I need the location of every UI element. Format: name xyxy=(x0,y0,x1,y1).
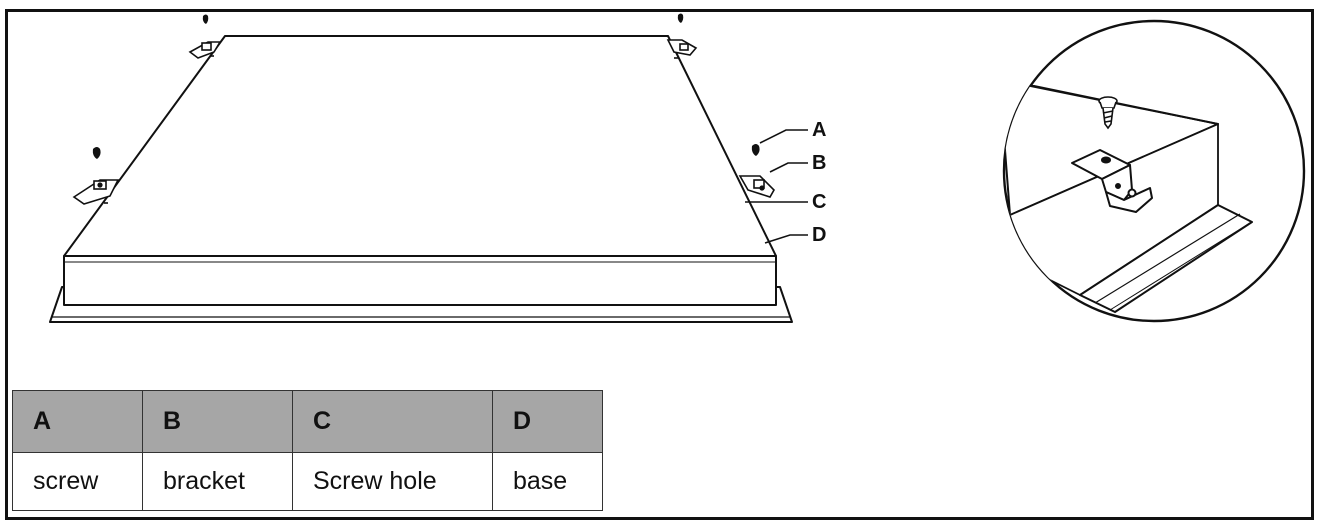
screw-back-right xyxy=(677,13,684,23)
panel-box xyxy=(63,35,777,306)
legend-header-cell: D xyxy=(492,390,603,453)
legend-header-row: A B C D xyxy=(12,390,603,453)
legend-header-cell: B xyxy=(142,390,293,453)
detail-screw xyxy=(1098,96,1118,130)
leader-line-a xyxy=(759,129,808,144)
bracket-front-left xyxy=(72,179,120,205)
detail-bracket xyxy=(1071,149,1153,213)
bracket-back-left xyxy=(188,41,222,59)
legend-header-cell: A xyxy=(12,390,143,453)
callout-a: A xyxy=(812,119,827,141)
callout-c: C xyxy=(812,191,827,213)
callout-b: B xyxy=(812,152,827,174)
detail-magnifier xyxy=(1002,19,1306,323)
legend-value-cell: bracket xyxy=(142,452,293,511)
bracket-back-right xyxy=(666,39,698,59)
bracket-front-right xyxy=(738,175,775,198)
screw-front-right xyxy=(751,144,760,156)
legend-table: A B C D screw bracket Screw hole base xyxy=(12,390,603,511)
legend-header-cell: C xyxy=(292,390,493,453)
screw-back-left xyxy=(202,14,209,24)
callout-d: D xyxy=(812,224,827,246)
screw-front-left xyxy=(92,147,101,159)
legend-value-cell: base xyxy=(492,452,603,511)
legend-value-cell: screw xyxy=(12,452,143,511)
legend-value-cell: Screw hole xyxy=(292,452,493,511)
leader-line-d xyxy=(764,234,808,244)
legend-value-row: screw bracket Screw hole base xyxy=(12,452,603,511)
leader-line-b xyxy=(769,162,808,173)
